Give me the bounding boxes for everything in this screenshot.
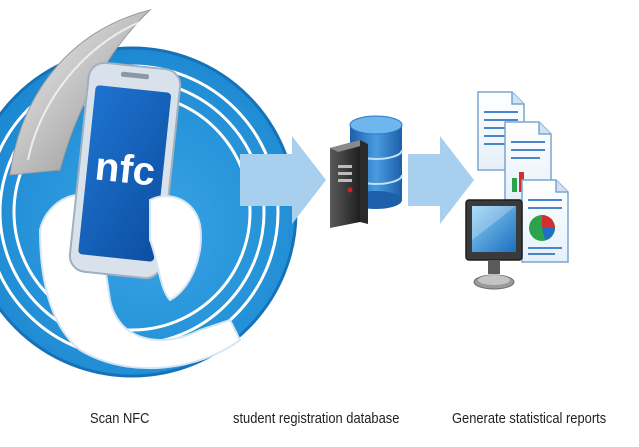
pie-chart-document-icon	[521, 179, 569, 263]
nfc-sticker-icon: nfc	[0, 9, 298, 378]
step-caption-reports: Generate statistical reports	[452, 410, 607, 427]
arrow-right-icon	[408, 136, 474, 224]
peel-curl-icon	[9, 9, 152, 176]
server-tower-icon	[330, 140, 368, 228]
nfc-logo-text: nfc	[93, 144, 157, 194]
server-database-icon	[330, 115, 403, 228]
arrow-right-icon	[240, 136, 326, 224]
reports-monitor-icon	[465, 91, 569, 290]
step-caption-scan-nfc: Scan NFC	[90, 410, 150, 427]
thumb-icon	[149, 195, 202, 302]
step-caption-database: student registration database	[233, 410, 400, 427]
monitor-icon	[465, 199, 523, 290]
